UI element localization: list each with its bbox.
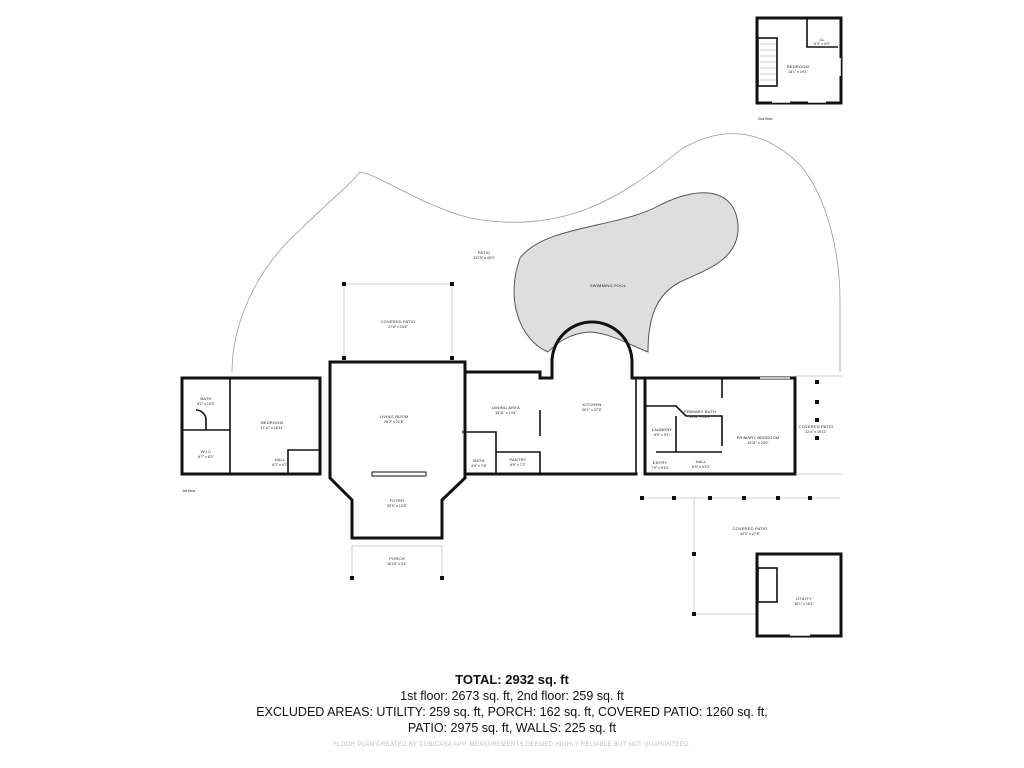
- primary-bedroom-label: PRIMARY BEDROOM: [737, 435, 780, 440]
- primary-bath-label: PRIMARY BATH: [684, 409, 716, 414]
- second-floor-label: 2nd floor: [758, 117, 774, 121]
- entry-dim: 7'9" x 5'10": [651, 466, 669, 470]
- hall-east-label: HALL: [696, 459, 707, 464]
- bedroom-label: BEDROOM: [261, 420, 283, 425]
- foyer-dim: 25'9" x 12'8": [387, 504, 407, 508]
- pantry-dim: 8'9" x 7'2": [510, 463, 526, 467]
- utility-label: UTILITY: [796, 596, 812, 601]
- covered-patio-north-label: COVERED PATIO: [381, 319, 416, 324]
- bath-center-dim: 4'4" x 7'8": [471, 464, 487, 468]
- covered-patio-south-label: COVERED PATIO: [733, 526, 768, 531]
- wic-label: W.I.C: [201, 449, 212, 454]
- pantry-label: PANTRY: [509, 457, 526, 462]
- kitchen-label: KITCHEN: [583, 402, 602, 407]
- patio-outline: [231, 133, 841, 373]
- utility-dim: 16'1" x 16'1": [794, 602, 814, 606]
- swimming-pool: [513, 192, 739, 353]
- covered-patio-east-label: COVERED PATIO: [799, 424, 834, 429]
- covered-patio-north-dim: 27'8" x 15'8": [388, 325, 408, 329]
- covered-patio-south-dim: 40'2" x 27'8": [740, 532, 760, 536]
- second-floor: CL 6'3" x 4'0" BEDROOM 18'1" x 19'1" 2nd…: [755, 16, 843, 121]
- patio-dim: 121'5" x 40'0": [473, 256, 495, 260]
- bedroom-2nd-dim: 18'1" x 19'1": [788, 70, 808, 74]
- porch: PORCH 16'10" x 9'1": [350, 545, 444, 580]
- disclaimer: FLOOR PLAN CREATED BY CUBICASA APP. MEAS…: [333, 742, 691, 748]
- living-room-label: LIVING ROOM: [380, 414, 409, 419]
- wic-dim: 8'7" x 8'2": [198, 455, 214, 459]
- first-floor-walls: [180, 320, 797, 540]
- swimming-pool-label: SWIMMING POOL: [590, 283, 627, 288]
- first-floor-label: 1st floor: [182, 489, 196, 493]
- covered-patio-north: COVERED PATIO 27'8" x 15'8": [342, 282, 454, 360]
- closet-2nd-dim: 6'3" x 4'0": [814, 42, 830, 46]
- bath-west-dim: 8'2" x 10'5": [197, 402, 215, 406]
- covered-patio-east-dim: 22'4" x 19'11": [805, 430, 827, 434]
- bedroom-dim: 17'11" x 18'11": [260, 426, 284, 430]
- laundry-label: LAUNDRY: [652, 427, 673, 432]
- patio-label: PATIO: [478, 250, 490, 255]
- closet-2nd-label: CL: [819, 37, 825, 42]
- hall-east-dim: 6'5" x 5'10": [692, 465, 710, 469]
- primary-bath-dim: 10'11" x 12'8": [689, 415, 711, 419]
- living-room-dim: 28'3" x 22'8": [384, 420, 404, 424]
- laundry-dim: 6'8" x 9'1": [654, 433, 670, 437]
- floor-areas: 1st floor: 2673 sq. ft, 2nd floor: 259 s…: [400, 689, 624, 703]
- area-summary: TOTAL: 2932 sq. ft 1st floor: 2673 sq. f…: [0, 672, 1024, 736]
- excluded-areas: EXCLUDED AREAS: UTILITY: 259 sq. ft, POR…: [256, 705, 768, 719]
- foyer-label: FOYER: [390, 498, 405, 503]
- kitchen-dim: 20'1" x 27'3": [582, 408, 602, 412]
- bath-west-label: BATH: [200, 396, 211, 401]
- total-area: TOTAL: 2932 sq. ft: [455, 672, 569, 687]
- excluded-areas-continued: PATIO: 2975 sq. ft, WALLS: 225 sq. ft: [407, 721, 617, 735]
- covered-patio-east-posts: [795, 375, 842, 475]
- hall-west-dim: 6'2" x 4'7": [272, 463, 288, 467]
- entry-label: ENTRY: [653, 460, 668, 465]
- bath-center-label: BATH: [473, 458, 484, 463]
- dining-area-dim: 15'11" x 14'4": [495, 411, 517, 415]
- utility: UTILITY 16'1" x 16'1": [755, 552, 843, 638]
- closet-walls: [806, 18, 838, 48]
- hall-west-label: HALL: [275, 457, 286, 462]
- dining-area-label: DINING AREA: [492, 405, 520, 410]
- stair-area: [757, 37, 778, 87]
- porch-dim: 16'10" x 9'1": [387, 562, 407, 566]
- bedroom-2nd-label: BEDROOM: [787, 64, 809, 69]
- porch-label: PORCH: [389, 556, 404, 561]
- stair-treads: [760, 43, 776, 81]
- covered-patio-south: COVERED PATIO 40'2" x 27'8": [640, 496, 840, 616]
- primary-bedroom-dim: 15'11" x 23'0": [747, 441, 769, 445]
- second-floor-outline: [755, 16, 843, 105]
